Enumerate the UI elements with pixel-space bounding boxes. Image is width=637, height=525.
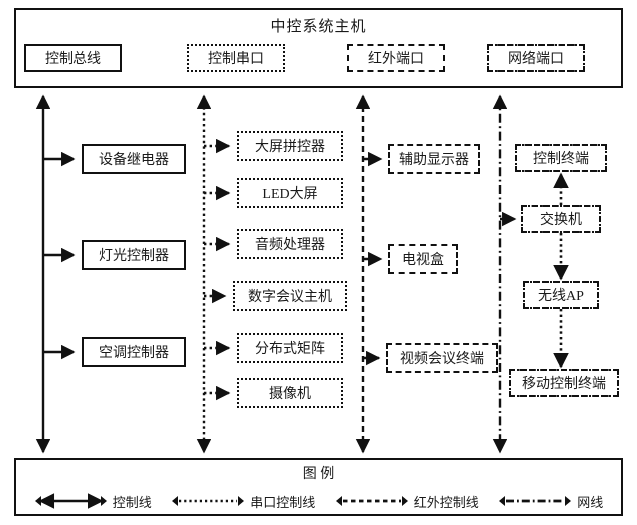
node-control-terminal[interactable]: 控制终端 [515, 144, 607, 172]
legend-item-network-line: 网线 [498, 492, 603, 511]
legend-label: 网线 [577, 494, 604, 510]
node-video-wall-controller[interactable]: 大屏拼控器 [237, 131, 343, 161]
dotted-arrow-icon [172, 496, 245, 506]
node-video-conference-terminal[interactable]: 视频会议终端 [386, 343, 498, 373]
node-label: 交换机 [540, 213, 582, 228]
node-label: 移动控制终端 [522, 377, 606, 392]
control-bus-trunk [35, 94, 76, 454]
serial-bus-trunk [196, 94, 231, 454]
legend-item-control-line: 控制线 [34, 492, 152, 511]
node-label: 大屏拼控器 [255, 140, 325, 155]
port-network[interactable]: 网络端口 [487, 44, 585, 72]
node-camera[interactable]: 摄像机 [237, 378, 343, 408]
node-lighting-controller[interactable]: 灯光控制器 [82, 240, 186, 270]
port-label: 红外端口 [368, 52, 424, 67]
node-distributed-matrix[interactable]: 分布式矩阵 [237, 333, 343, 363]
node-label: 辅助显示器 [399, 153, 469, 168]
node-label: LED大屏 [262, 187, 318, 202]
node-label: 视频会议终端 [400, 352, 484, 367]
node-tv-box[interactable]: 电视盒 [388, 244, 458, 274]
dashed-arrow-icon [335, 496, 408, 506]
port-label: 控制总线 [45, 52, 101, 67]
legend-label: 串口控制线 [250, 494, 316, 510]
port-label: 网络端口 [508, 52, 564, 67]
node-label: 空调控制器 [99, 346, 169, 361]
node-label: 灯光控制器 [99, 249, 169, 264]
node-wireless-ap[interactable]: 无线AP [523, 281, 599, 309]
node-label: 控制终端 [533, 152, 589, 167]
port-serial[interactable]: 控制串口 [187, 44, 285, 72]
node-device-relay[interactable]: 设备继电器 [82, 144, 186, 174]
node-auxiliary-display[interactable]: 辅助显示器 [388, 144, 480, 174]
node-label: 分布式矩阵 [255, 342, 325, 357]
infrared-bus-trunk [355, 94, 383, 454]
legend-label: 控制线 [112, 494, 152, 510]
solid-arrow-icon [34, 493, 107, 509]
node-network-switch[interactable]: 交换机 [521, 205, 601, 233]
legend-item-infrared-control-line: 红外控制线 [335, 492, 479, 511]
legend-item-serial-control-line: 串口控制线 [171, 492, 315, 511]
node-led-screen[interactable]: LED大屏 [237, 178, 343, 208]
node-label: 数字会议主机 [248, 290, 332, 305]
node-label: 设备继电器 [99, 153, 169, 168]
legend-items: 控制线 串口控制线 红外控制线 [24, 487, 613, 515]
node-audio-processor[interactable]: 音频处理器 [237, 229, 343, 259]
port-label: 控制串口 [208, 52, 264, 67]
node-label: 摄像机 [269, 387, 311, 402]
legend: 图 例 控制线 串口控制线 [14, 458, 623, 516]
dash-dot-arrow-icon [499, 496, 572, 506]
legend-label: 红外控制线 [413, 494, 479, 510]
node-digital-conference-host[interactable]: 数字会议主机 [233, 281, 347, 311]
node-label: 音频处理器 [255, 238, 325, 253]
port-infrared[interactable]: 红外端口 [347, 44, 445, 72]
node-mobile-control-terminal[interactable]: 移动控制终端 [509, 369, 619, 397]
legend-title: 图 例 [302, 467, 335, 482]
node-label: 无线AP [538, 289, 584, 304]
node-label: 电视盒 [402, 253, 444, 268]
page-title: 中控系统主机 [270, 19, 367, 35]
node-air-conditioning-controller[interactable]: 空调控制器 [82, 337, 186, 367]
network-bus-trunk [492, 94, 517, 454]
central-control-host: 中控系统主机 控制总线 控制串口 红外端口 网络端口 [14, 8, 623, 88]
port-control-bus[interactable]: 控制总线 [24, 44, 122, 72]
